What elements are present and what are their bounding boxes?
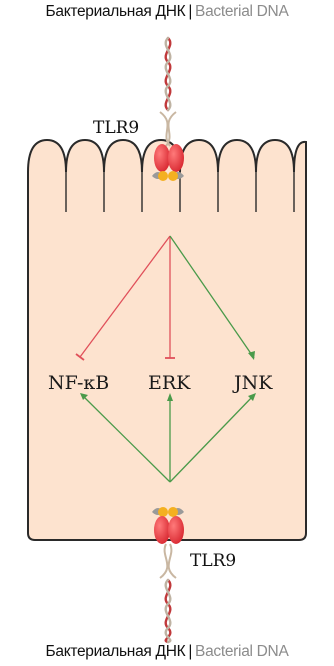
caption-bottom-en: Bacterial DNA — [195, 643, 289, 660]
edge-top-nfkb — [79, 235, 171, 358]
edge-top-jnk — [169, 235, 255, 359]
caption-top: Бактериальная ДНК|Bacterial DNA — [0, 3, 334, 21]
microvilli-lines — [27, 172, 295, 212]
dna-strand-bottom — [164, 578, 172, 644]
epithelial-cell — [27, 138, 307, 541]
node-jnk: JNK — [232, 372, 273, 394]
edge-bottom-jnk — [169, 394, 255, 483]
caption-top-separator: | — [188, 3, 193, 20]
tlr9-top-ectodomain — [159, 111, 177, 147]
caption-bottom-separator: | — [188, 643, 193, 660]
caption-top-en: Bacterial DNA — [195, 3, 289, 20]
caption-top-ru: Бактериальная ДНК — [45, 3, 186, 20]
signal-edges — [75, 235, 256, 483]
node-erk: ERK — [148, 372, 191, 394]
edge-bottom-nfkb — [81, 394, 171, 483]
dna-strand-top — [164, 36, 172, 112]
tlr9-bottom-receptor-icon — [152, 507, 184, 544]
tlr9-top-receptor-icon — [152, 144, 184, 181]
caption-bottom-ru: Бактериальная ДНК — [45, 643, 186, 660]
tlr9-bottom-label: TLR9 — [190, 551, 236, 571]
node-nfkb: NF-κB — [48, 372, 109, 394]
tlr9-bottom-ectodomain — [159, 543, 177, 579]
tlr9-top-label: TLR9 — [93, 118, 139, 138]
caption-bottom: Бактериальная ДНК|Bacterial DNA — [0, 643, 334, 661]
